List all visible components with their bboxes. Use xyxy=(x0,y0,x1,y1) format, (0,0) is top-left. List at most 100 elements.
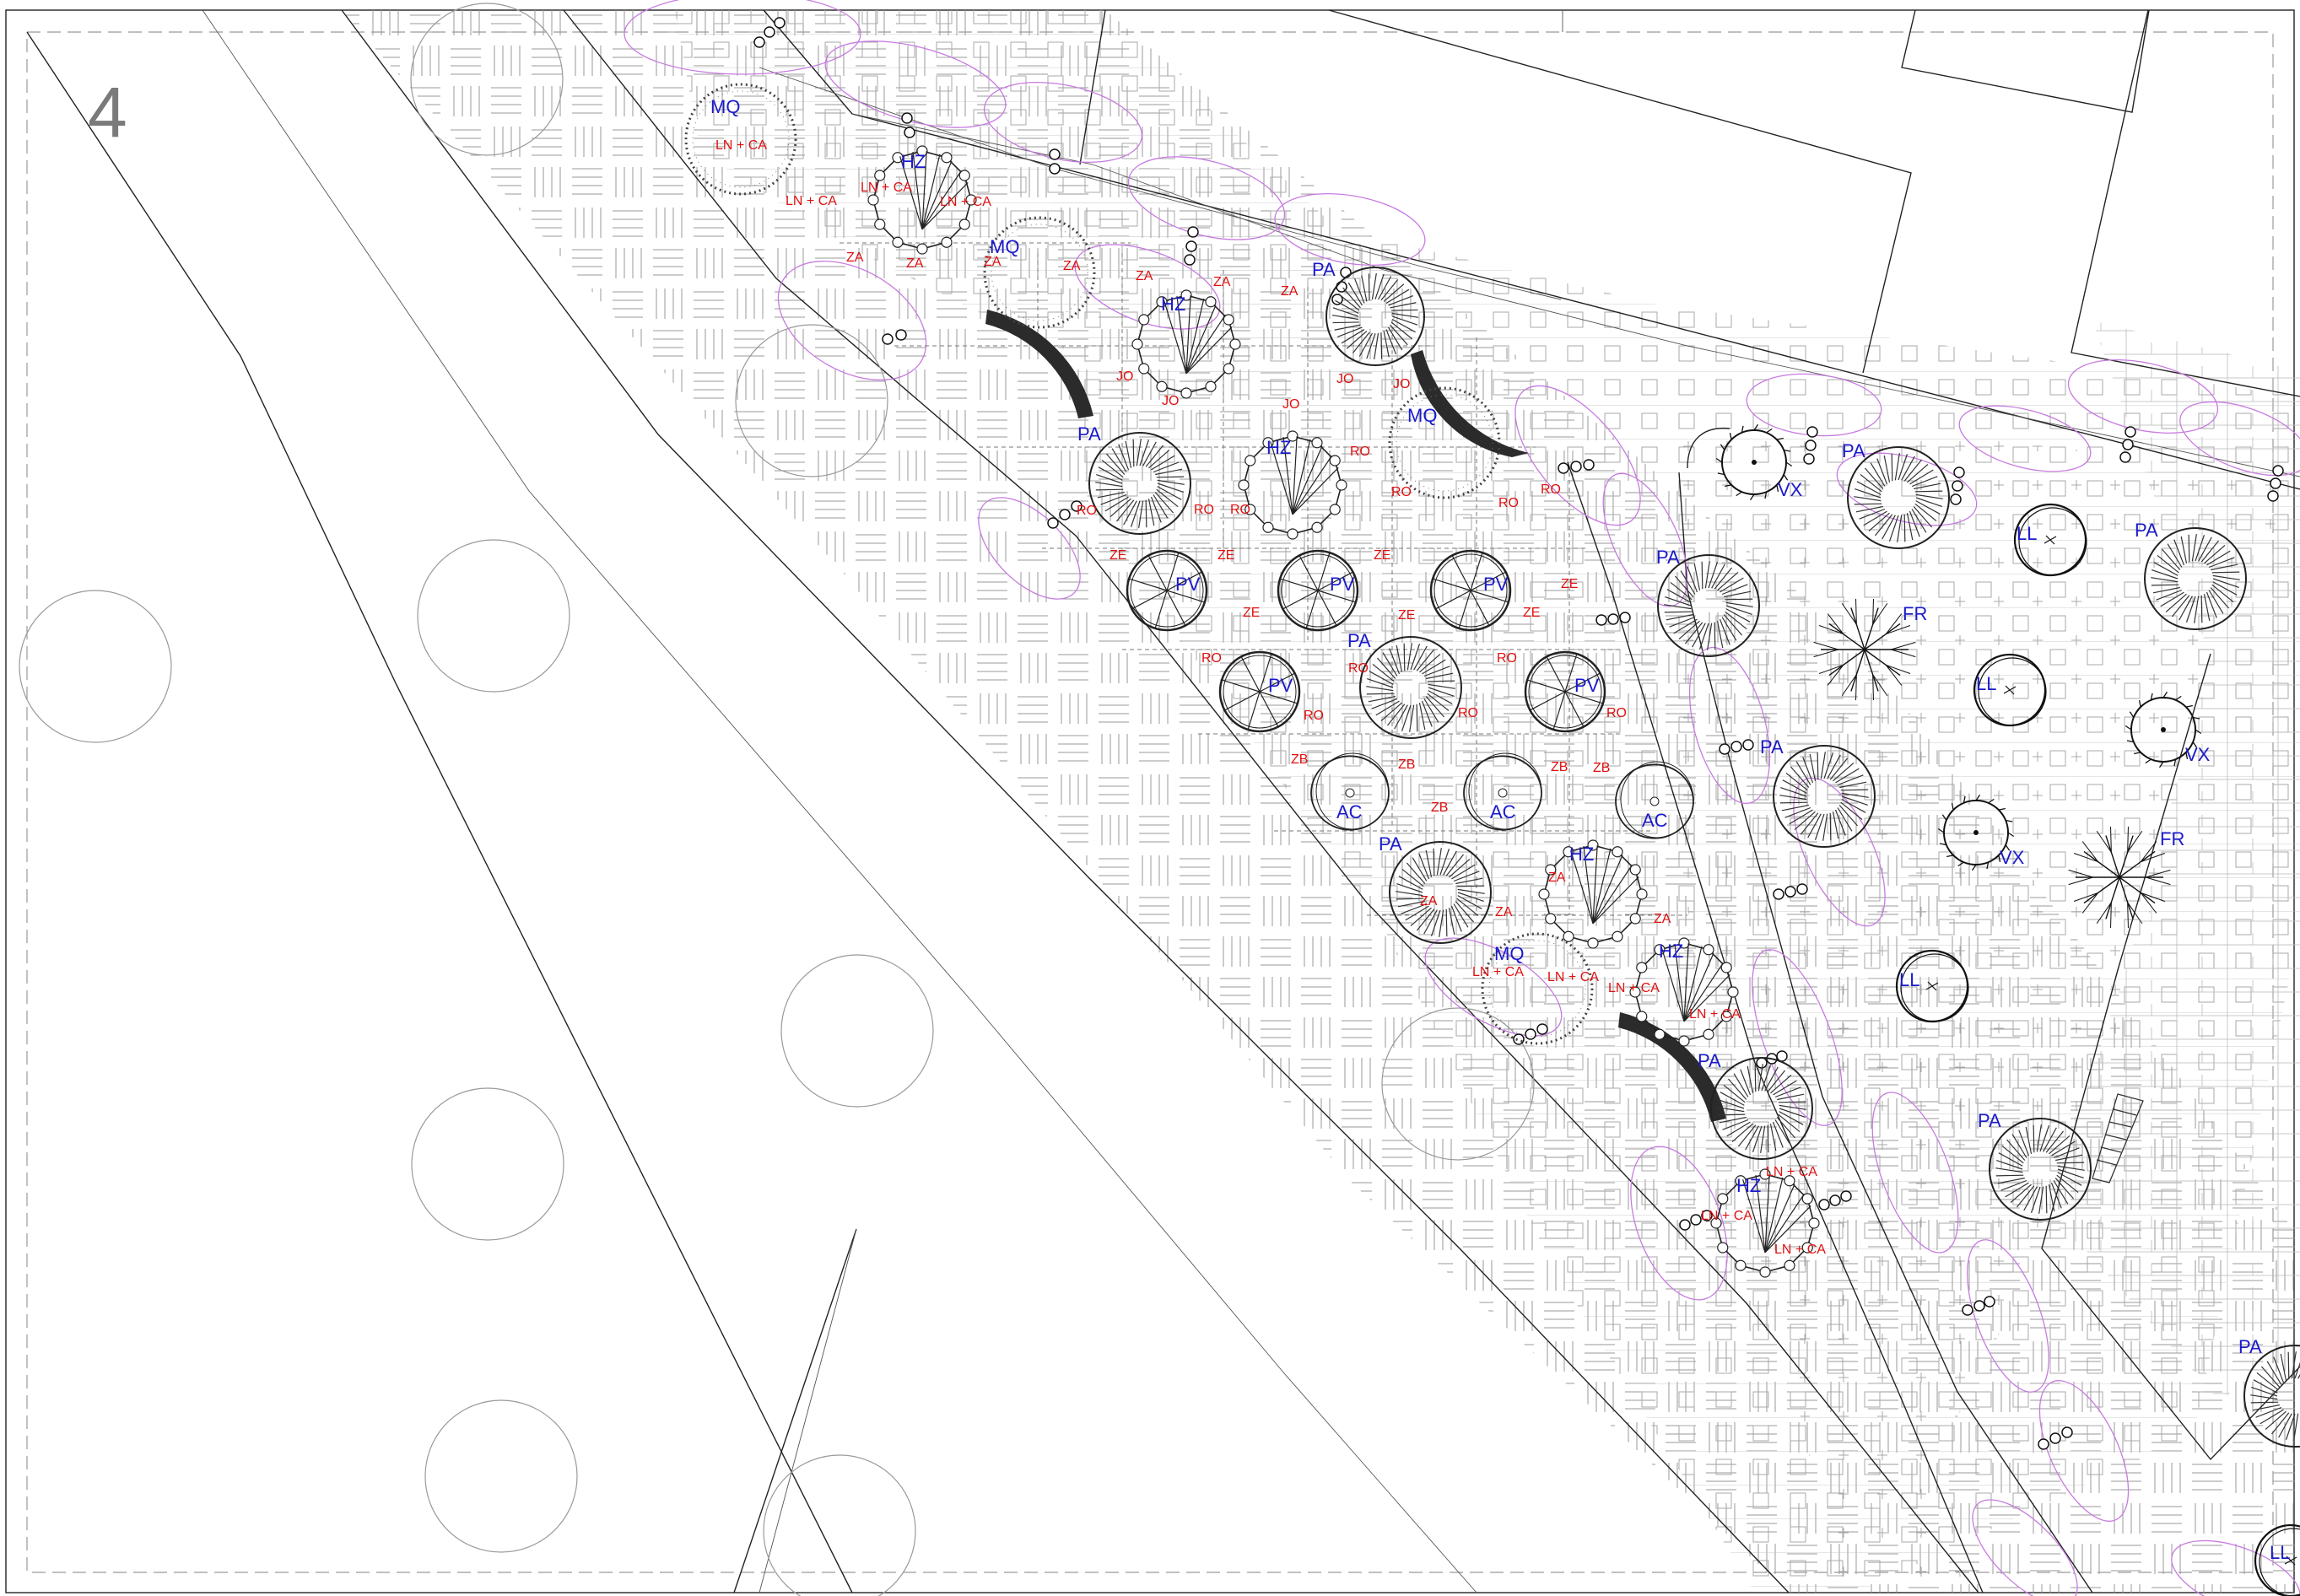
planting-code-label: ZA xyxy=(846,251,864,265)
planting-code-label: ZE xyxy=(1561,577,1578,591)
planting-code-label: ZE xyxy=(1243,606,1260,620)
tree-symbol-icon xyxy=(1710,1057,1813,1160)
tree-species-label: PV xyxy=(1175,574,1201,595)
tree-species-label: PA xyxy=(1760,736,1784,758)
tree-symbol-icon xyxy=(2125,691,2202,768)
tree-symbol-icon xyxy=(1463,752,1542,831)
tree-species-label: PA xyxy=(1698,1050,1721,1071)
bench xyxy=(1411,350,1529,457)
tree-symbol-icon xyxy=(1937,794,2015,871)
tree-symbol-icon xyxy=(1973,653,2047,727)
tree-species-label: MQ xyxy=(1494,943,1524,964)
tree-symbol-icon xyxy=(1325,267,1425,366)
building-outlines xyxy=(1079,9,2300,397)
tree-species-label: PA xyxy=(2238,1336,2262,1357)
tree-symbols xyxy=(684,83,2300,1596)
planting-code-label: ZA xyxy=(1063,259,1081,273)
planting-code-label: ZA xyxy=(906,256,924,271)
tree-species-label: AC xyxy=(1336,801,1363,822)
stair-detail xyxy=(2092,1093,2144,1184)
tree-species-label: LL xyxy=(1976,673,1996,694)
curved-benches xyxy=(985,310,1726,1122)
bollard-light-icon xyxy=(1558,459,1595,474)
tree-symbol-icon xyxy=(1359,636,1462,739)
bollard-light-icon xyxy=(2119,426,2136,463)
tree-species-label: PV xyxy=(1483,574,1509,595)
tree-species-label: VX xyxy=(2185,744,2211,765)
planting-code-label: ZA xyxy=(1213,275,1231,289)
tree-symbol-icon xyxy=(1481,932,1594,1045)
planting-code-label: ZB xyxy=(1551,760,1568,774)
tree-species-label: HZ xyxy=(1659,941,1683,962)
light-fixtures xyxy=(753,17,2284,1450)
tree-species-label: FR xyxy=(1903,603,1927,624)
planting-code-label: ZB xyxy=(1291,752,1308,767)
tree-species-label: PA xyxy=(1656,547,1680,568)
bollard-light-icon xyxy=(1719,739,1754,755)
tree-symbol-icon xyxy=(1629,937,1739,1047)
tree-species-label: HZ xyxy=(901,151,926,172)
site-linework xyxy=(26,9,2300,1593)
bollard-light-icon xyxy=(1773,883,1808,900)
tree-symbol-icon xyxy=(983,216,1096,329)
planting-code-label: ZE xyxy=(1523,606,1540,620)
planting-code-label: ZB xyxy=(1593,761,1610,775)
tree-symbol-icon xyxy=(1710,1168,1820,1278)
planting-code-label: RO xyxy=(1391,485,1412,499)
tree-symbol-icon xyxy=(2144,527,2247,630)
planting-code-label: RO xyxy=(1348,661,1369,676)
tree-symbol-icon xyxy=(1773,745,1876,848)
tree-species-label: LL xyxy=(2270,1542,2290,1563)
tree-symbol-icon xyxy=(1126,549,1208,632)
planting-code-label: RO xyxy=(1194,503,1214,517)
planting-code-label: JO xyxy=(1116,369,1133,384)
planting-code-label: LN + CA xyxy=(1766,1165,1817,1179)
planting-code-label: ZE xyxy=(1398,608,1415,623)
bollard-light-icon xyxy=(1962,1296,1995,1316)
planting-code-label: JO xyxy=(1282,397,1299,412)
tree-symbol-icon xyxy=(1388,386,1501,499)
tree-symbol-icon xyxy=(867,145,977,255)
planting-code-label: ZA xyxy=(984,255,1002,269)
planting-code-label: RO xyxy=(1201,651,1222,666)
tree-species-label: PA xyxy=(1978,1110,2001,1131)
tree-species-label: HZ xyxy=(1736,1175,1761,1196)
tree-symbol-icon xyxy=(684,83,797,196)
bollard-light-icon xyxy=(1679,1210,1713,1231)
tree-species-label: VX xyxy=(1778,479,1803,500)
tree-symbol-icon xyxy=(1847,446,1950,549)
planting-code-label: RO xyxy=(1606,706,1627,720)
bollard-light-icon xyxy=(1950,466,1965,505)
planting-code-label: RO xyxy=(1077,504,1097,518)
tree-species-label: PA xyxy=(1379,833,1402,855)
planting-code-label: LN + CA xyxy=(786,194,837,208)
planting-code-label: RO xyxy=(1541,483,1561,497)
tree-symbol-icon xyxy=(1238,430,1347,540)
planting-code-label: LN + CA xyxy=(715,138,767,153)
planting-code-label: LN + CA xyxy=(1689,1007,1741,1022)
planting-code-label: RO xyxy=(1498,496,1519,510)
tree-species-label: HZ xyxy=(1569,844,1594,865)
tree-symbol-icon xyxy=(1429,549,1512,632)
planting-code-label: ZA xyxy=(1281,284,1298,299)
tree-symbol-icon xyxy=(1813,598,1916,701)
tree-symbol-icon xyxy=(1218,650,1301,733)
tree-species-label: HZ xyxy=(1266,437,1291,458)
bench xyxy=(985,310,1093,418)
planting-code-label: ZA xyxy=(1654,912,1671,926)
planting-code-label: JO xyxy=(1393,377,1410,391)
tree-species-label: MQ xyxy=(710,96,740,117)
tree-species-label: PA xyxy=(1077,423,1101,445)
tree-species-label: MQ xyxy=(1407,405,1437,426)
planting-code-label: JO xyxy=(1336,372,1353,386)
tree-symbol-icon xyxy=(1715,423,1793,501)
bollard-light-icon xyxy=(2038,1426,2073,1450)
planting-code-label: ZB xyxy=(1431,801,1448,815)
tree-species-label: PA xyxy=(1347,630,1371,651)
tree-symbol-icon xyxy=(2068,826,2171,929)
existing-trees-ghost xyxy=(19,3,1535,1596)
planting-code-label: ZE xyxy=(1374,548,1390,563)
planting-code-label: LN + CA xyxy=(1774,1243,1826,1257)
